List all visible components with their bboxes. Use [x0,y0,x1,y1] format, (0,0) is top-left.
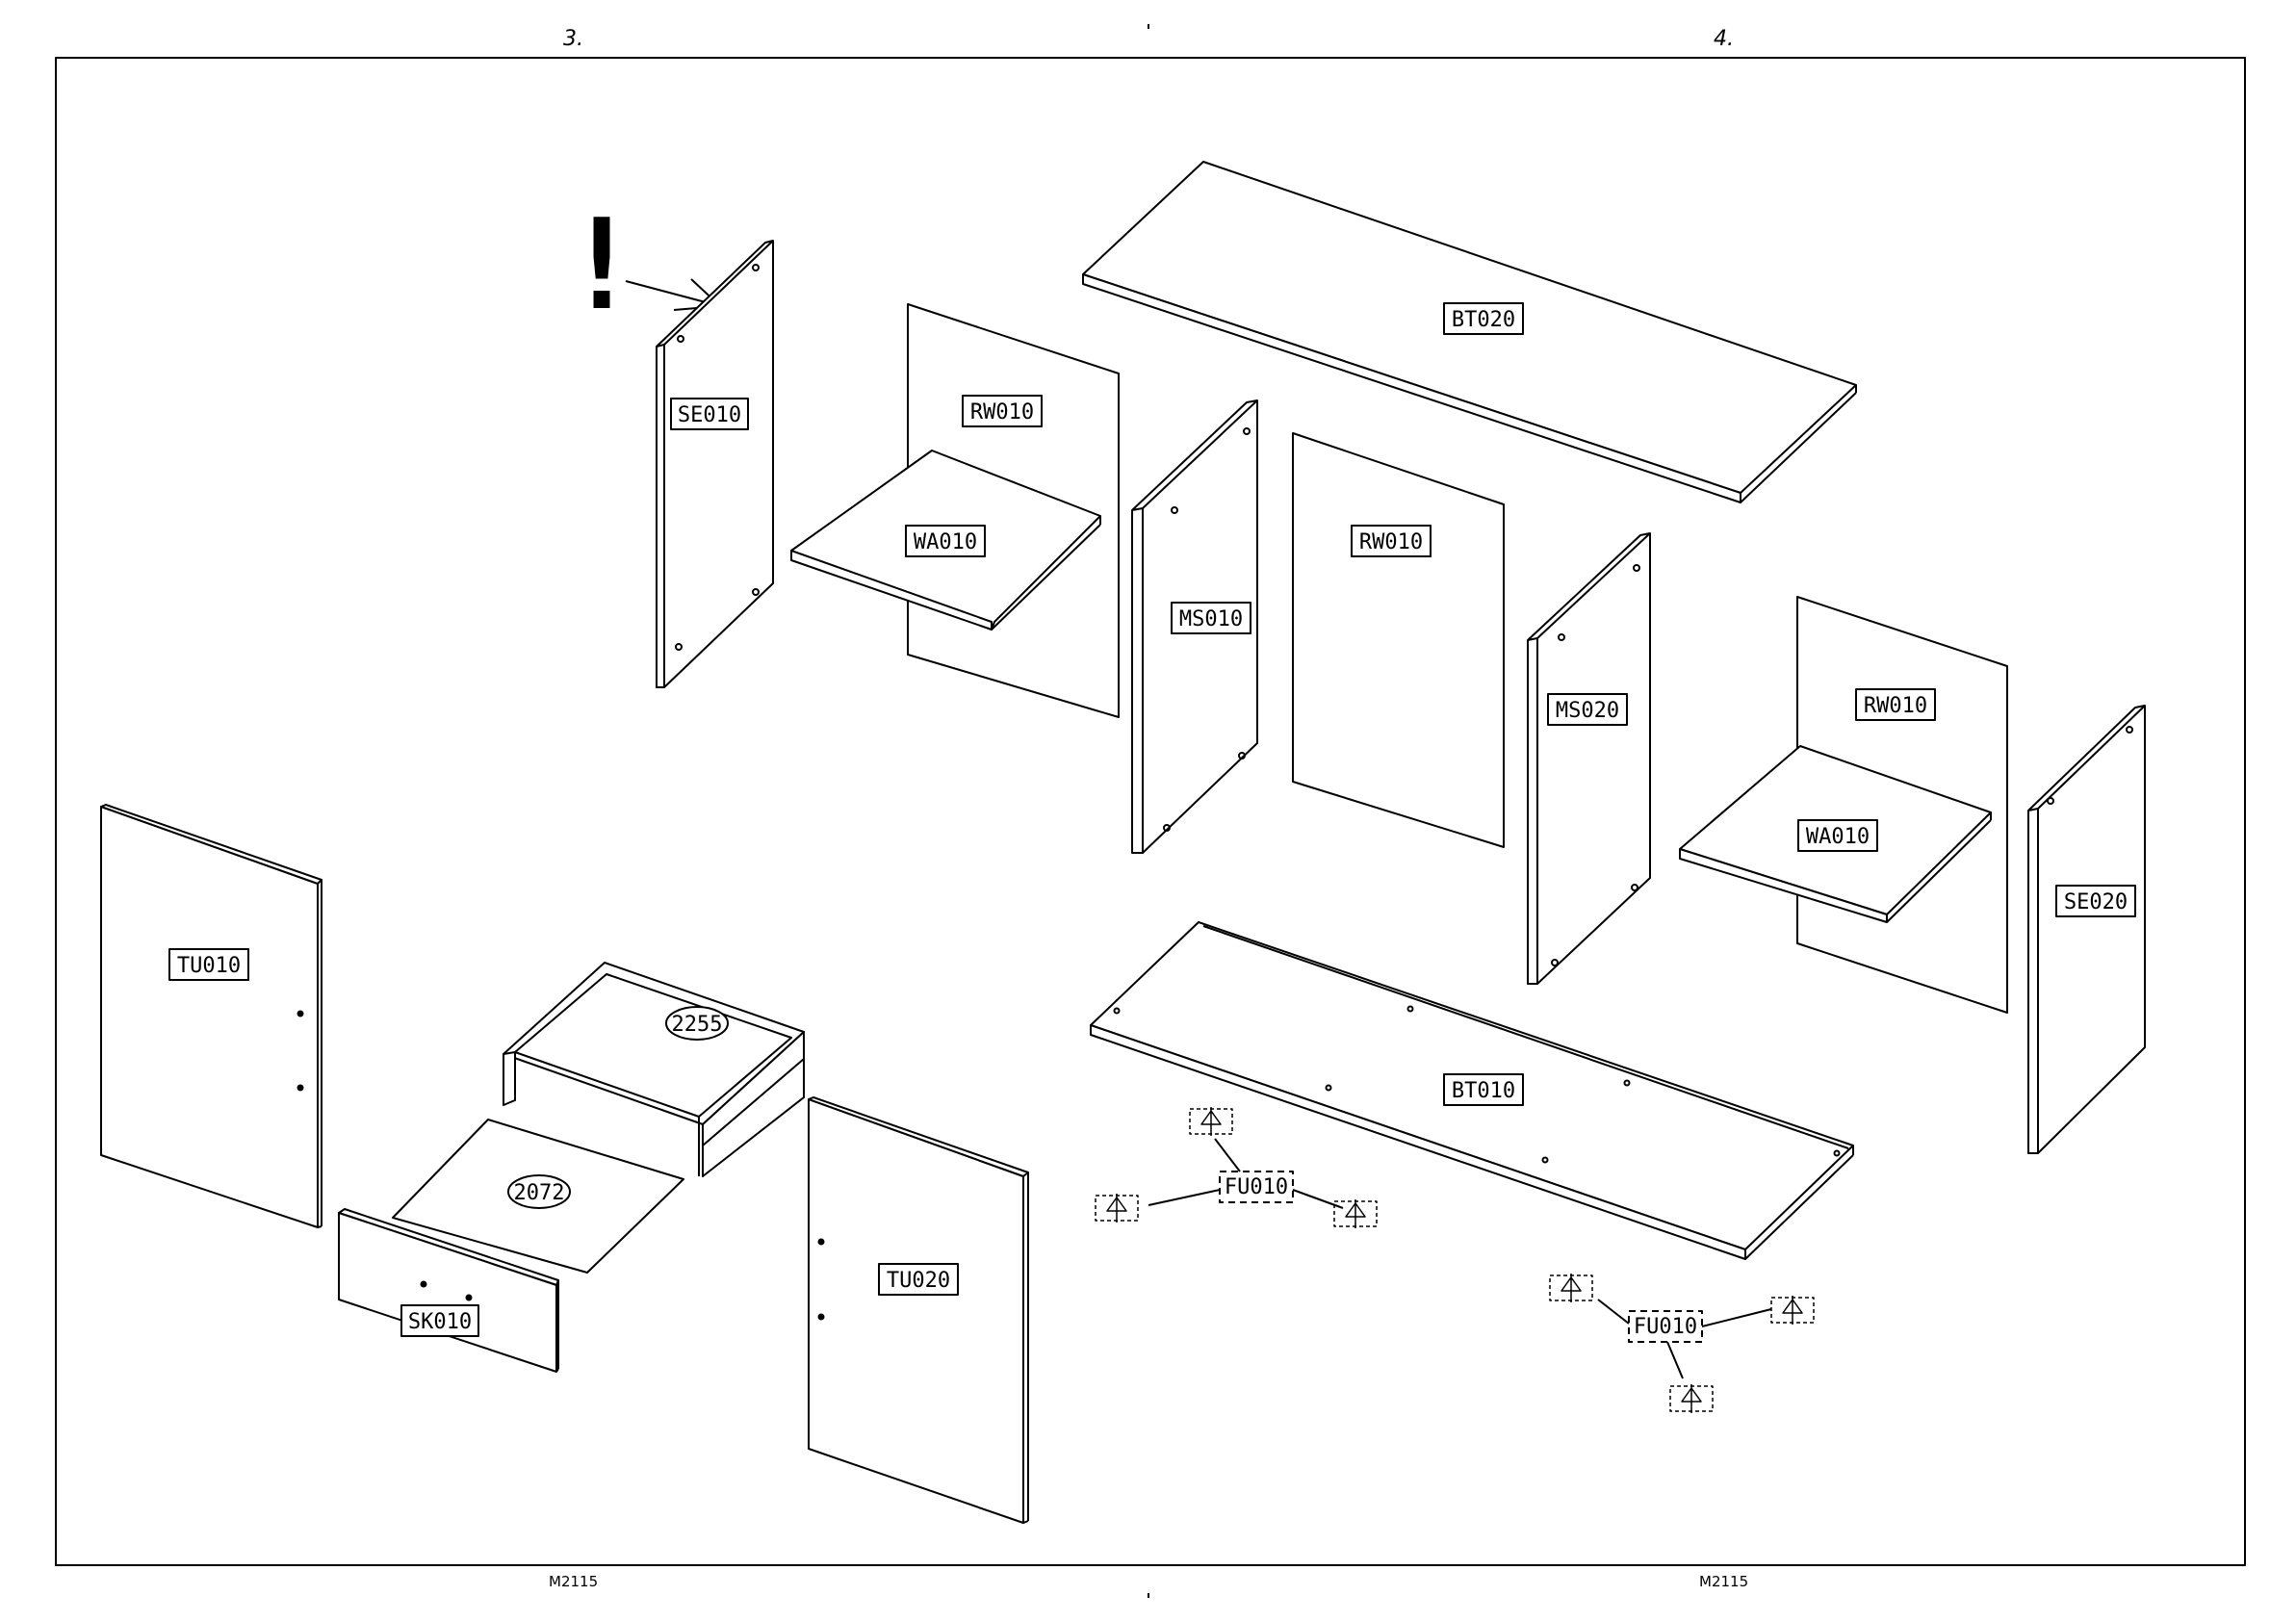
label-se020: SE020 [2064,890,2128,914]
panel-tu020 [809,1097,1028,1523]
hardware-2072: 2072 [514,1181,565,1205]
label-tu010: TU010 [177,954,241,978]
label-bt020: BT020 [1452,308,1515,332]
foot-icon [1550,1274,1592,1302]
panel-rw010-middle [1293,433,1504,847]
foot-icon [1771,1296,1814,1325]
label-wa010-right: WA010 [1806,825,1870,849]
label-bt010: BT010 [1452,1079,1515,1103]
label-sk010: SK010 [408,1310,472,1334]
feet-group-left [1096,1107,1377,1228]
feet-group-right [1550,1274,1814,1413]
panel-se010 [657,241,773,687]
label-fu010-left: FU010 [1225,1175,1288,1199]
label-wa010-left: WA010 [914,530,977,554]
foot-icon [1096,1194,1138,1223]
attention-mark: ! [564,192,639,338]
foot-icon [1334,1199,1377,1228]
foot-icon [1670,1384,1713,1413]
hardware-2255: 2255 [672,1013,723,1037]
label-ms020: MS020 [1556,699,1619,723]
label-rw010-middle: RW010 [1359,530,1423,554]
label-rw010-left: RW010 [970,400,1034,425]
panel-ms020 [1528,533,1650,984]
foot-icon [1190,1107,1232,1136]
label-fu010-right: FU010 [1634,1315,1697,1339]
panel-se020 [2028,706,2145,1153]
label-ms010: MS010 [1179,607,1243,631]
label-se010: SE010 [678,403,741,427]
panel-tu010 [101,805,322,1227]
label-tu020: TU020 [887,1269,950,1293]
label-rw010-right: RW010 [1864,694,1927,718]
